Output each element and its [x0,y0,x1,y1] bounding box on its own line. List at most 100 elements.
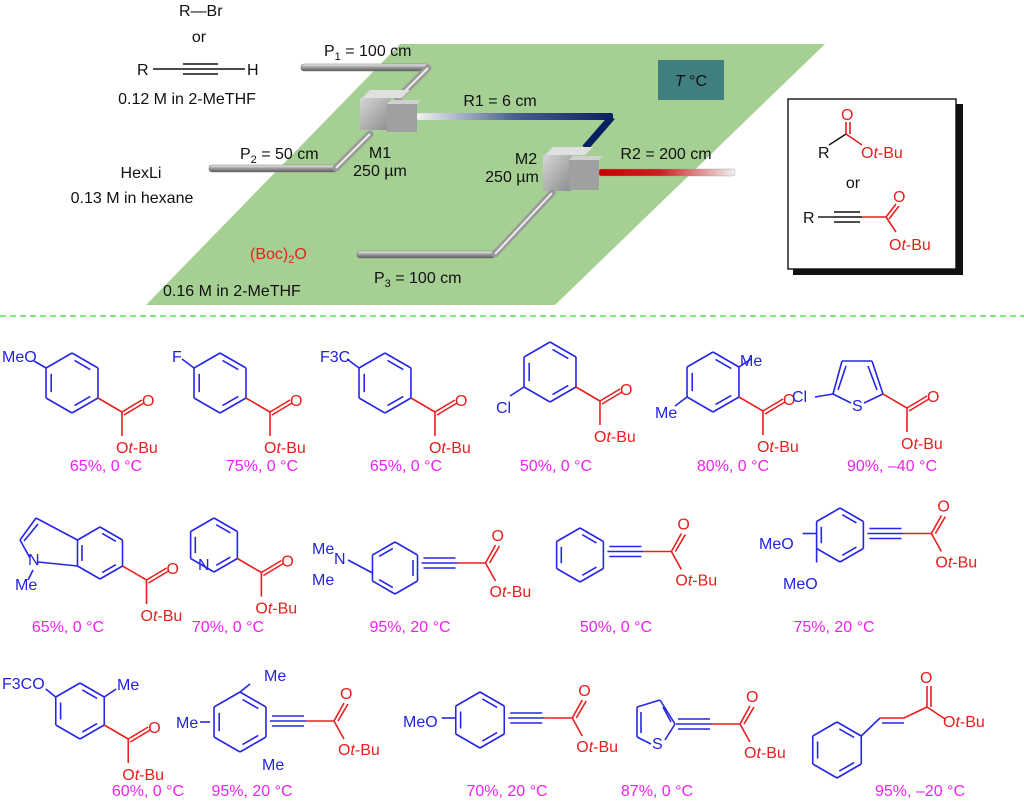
svg-text:MeO: MeO [403,714,438,731]
r1-label: R1 = 6 cm [463,93,536,110]
yield-caption: 65%, 0 °C [70,458,142,475]
r1-tube [417,113,615,151]
svg-text:O: O [290,393,302,410]
yield-caption: 95%, –20 °C [875,783,965,800]
product-box: R O Ot-Bu or R O Ot-Bu [787,98,963,275]
yield-caption: 65%, 0 °C [32,619,104,636]
svg-text:Me: Me [176,715,198,732]
temperature-box [658,60,724,100]
svg-text:O: O [920,670,932,687]
svg-text:Ot-Bu: Ot-Bu [490,584,532,601]
yield-caption: 60%, 0 °C [112,783,184,800]
svg-text:MeO: MeO [2,349,37,366]
svg-text:or: or [192,29,207,46]
svg-text:Me: Me [740,353,762,370]
svg-text:O: O [578,683,590,700]
svg-text:S: S [852,398,863,415]
svg-text:O: O [893,189,905,206]
svg-text:Me: Me [117,677,139,694]
svg-text:F3C: F3C [320,349,350,366]
m2-mixer [543,147,603,191]
yield-caption: 70%, 0 °C [192,619,264,636]
svg-text:R: R [818,145,830,162]
svg-text:N: N [28,552,40,569]
svg-text:MeO: MeO [759,536,794,553]
svg-text:Ot-Bu: Ot-Bu [141,608,183,625]
electrophile-reagent: (Boc)2O 0.16 M in 2-MeTHF [163,246,307,300]
svg-text:O: O [841,107,853,124]
svg-text:Ot-Bu: Ot-Bu [861,145,903,162]
svg-text:O: O [142,393,154,410]
m1-label: M1 [369,145,391,162]
svg-text:Ot-Bu: Ot-Bu [675,573,717,590]
svg-text:Me: Me [312,541,334,558]
svg-text:Ot-Bu: Ot-Bu [744,745,786,762]
svg-text:Ot-Bu: Ot-Bu [901,436,943,453]
m2-label: M2 [515,151,537,168]
svg-text:R: R [137,62,149,79]
svg-text:O: O [746,689,758,706]
svg-text:O: O [937,499,949,516]
svg-text:O: O [148,720,160,737]
yield-caption: 95%, 20 °C [211,783,292,800]
substrate-reagent: R—Br or R H 0.12 M in 2-MeTHF [118,3,258,108]
svg-text:F: F [172,349,182,366]
svg-text:Ot-Bu: Ot-Bu [889,237,931,254]
svg-text:Cl: Cl [496,400,511,417]
svg-text:or: or [846,175,861,192]
svg-text:N: N [334,551,346,568]
yield-caption: 50%, 0 °C [580,619,652,636]
p2-tube [208,130,374,173]
m1-mixer [360,90,421,132]
svg-text:Me: Me [655,405,677,422]
electrophile-concentration: 0.16 M in 2-MeTHF [163,283,301,300]
r2-tube [598,168,736,177]
yield-caption: 95%, 20 °C [369,619,450,636]
svg-text:F3CO: F3CO [2,676,45,693]
svg-text:Ot-Bu: Ot-Bu [338,742,380,759]
svg-text:O: O [340,686,352,703]
svg-text:Ot-Bu: Ot-Bu [255,601,297,618]
svg-text:O: O [677,517,689,534]
svg-text:R: R [803,210,815,227]
svg-text:Ot-Bu: Ot-Bu [429,440,471,457]
svg-text:(Boc)2O: (Boc)2O [250,246,307,266]
svg-text:O: O [455,393,467,410]
m1-size: 250 µm [353,163,407,180]
r2-label: R2 = 200 cm [620,146,711,163]
svg-text:Ot-Bu: Ot-Bu [757,439,799,456]
temperature-label: T °C [675,73,707,90]
svg-text:S: S [652,736,663,753]
yield-caption: 50%, 0 °C [520,458,592,475]
yield-caption: 65%, 0 °C [370,458,442,475]
svg-text:Me: Me [264,668,286,685]
yield-caption: 75%, 0 °C [226,458,298,475]
p2-label: P2 = 50 cm [240,146,319,166]
base-reagent: HexLi 0.13 M in hexane [71,165,194,207]
svg-text:Ot-Bu: Ot-Bu [116,440,158,457]
svg-text:Ot-Bu: Ot-Bu [576,739,618,756]
svg-text:O: O [281,554,293,571]
svg-text:Ot-Bu: Ot-Bu [264,440,306,457]
svg-text:O: O [783,392,795,409]
yield-caption: 80%, 0 °C [697,458,769,475]
svg-text:N: N [198,557,210,574]
svg-text:H: H [247,62,259,79]
svg-text:O: O [927,389,939,406]
